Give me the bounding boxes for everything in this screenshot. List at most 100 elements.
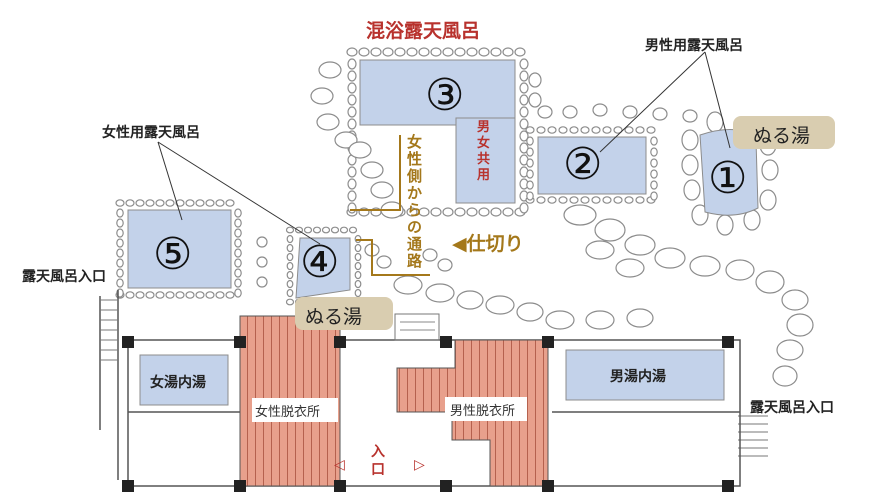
stone — [635, 196, 645, 204]
stone — [650, 169, 658, 179]
stone — [650, 147, 658, 157]
stone — [348, 226, 358, 234]
stone — [519, 106, 529, 118]
stone — [347, 190, 357, 202]
stone — [563, 204, 597, 226]
pool-3 — [359, 59, 516, 126]
stone — [116, 218, 124, 228]
stone — [650, 136, 658, 146]
stone — [234, 268, 242, 278]
stone — [418, 207, 430, 217]
stone — [755, 270, 785, 294]
stone — [585, 310, 615, 330]
stone — [514, 47, 526, 57]
stone — [502, 207, 514, 217]
stone — [195, 291, 205, 299]
stone — [286, 261, 294, 271]
stone — [286, 288, 294, 298]
stone — [646, 126, 656, 134]
label-outdoor-entrance-right: 露天風呂入口 — [750, 400, 834, 416]
stone — [406, 207, 418, 217]
stone — [442, 47, 454, 57]
stone — [526, 158, 534, 168]
stone — [354, 252, 362, 262]
label-mens-indoor-bath: 男湯内湯 — [610, 369, 666, 385]
womens-indoor-bath — [139, 354, 229, 406]
stone — [286, 234, 294, 244]
stone — [185, 291, 195, 299]
pool-1 — [699, 129, 759, 216]
stone — [454, 47, 466, 57]
pool-2 — [537, 136, 647, 195]
stone — [691, 204, 709, 226]
stone — [466, 207, 478, 217]
stone — [185, 199, 195, 207]
stone — [234, 208, 242, 218]
stone — [613, 196, 623, 204]
passage-lines — [350, 135, 430, 276]
stone — [116, 228, 124, 238]
stone — [347, 82, 357, 94]
stone — [526, 136, 534, 146]
stone — [652, 107, 668, 121]
stone — [370, 181, 394, 199]
stone — [528, 72, 542, 88]
stone — [382, 47, 394, 57]
stone — [347, 58, 357, 70]
stone — [626, 308, 654, 328]
bath-number-1: ① — [708, 153, 748, 204]
lukewarm-label-4: ぬる湯 — [305, 306, 363, 328]
stone — [681, 129, 699, 151]
stone — [442, 207, 454, 217]
stone — [519, 70, 529, 82]
stone — [624, 234, 656, 256]
stone — [347, 166, 357, 178]
stone — [354, 243, 362, 253]
stone — [145, 199, 155, 207]
stone — [347, 106, 357, 118]
stone — [125, 291, 135, 299]
stone — [418, 47, 430, 57]
stone — [286, 270, 294, 280]
stone — [316, 113, 340, 131]
label-outdoor-entrance-left: 露天風呂入口 — [22, 269, 106, 285]
bath-number-3: ③ — [425, 70, 465, 121]
stone — [519, 142, 529, 154]
stone — [781, 289, 809, 311]
label-womens-changing-room: 女性脱衣所 — [255, 405, 321, 420]
stone — [430, 47, 442, 57]
stone — [394, 47, 406, 57]
stone — [360, 161, 384, 179]
stone — [115, 199, 125, 207]
stone — [478, 47, 490, 57]
stone — [347, 178, 357, 190]
label-shared-bath: 男女共用 — [477, 120, 491, 183]
stone — [125, 199, 135, 207]
stone — [347, 118, 357, 130]
stone — [286, 279, 294, 289]
stone — [585, 240, 615, 260]
stone — [234, 238, 242, 248]
stone — [624, 126, 634, 134]
stone — [116, 238, 124, 248]
stone — [456, 290, 484, 310]
stone — [772, 365, 798, 387]
stone — [215, 291, 225, 299]
stone — [318, 61, 342, 79]
stone — [425, 283, 455, 303]
stone — [519, 94, 529, 106]
stone — [635, 126, 645, 134]
pools — [127, 59, 759, 299]
stone — [759, 189, 777, 211]
stone — [256, 236, 268, 248]
bath-number-4: ④ — [300, 237, 340, 288]
stone — [354, 261, 362, 271]
stone — [454, 207, 466, 217]
stone — [234, 218, 242, 228]
stone — [155, 199, 165, 207]
stone — [519, 82, 529, 94]
stone — [516, 302, 544, 322]
pool-5 — [127, 209, 232, 289]
stone — [116, 258, 124, 268]
stone — [558, 196, 568, 204]
